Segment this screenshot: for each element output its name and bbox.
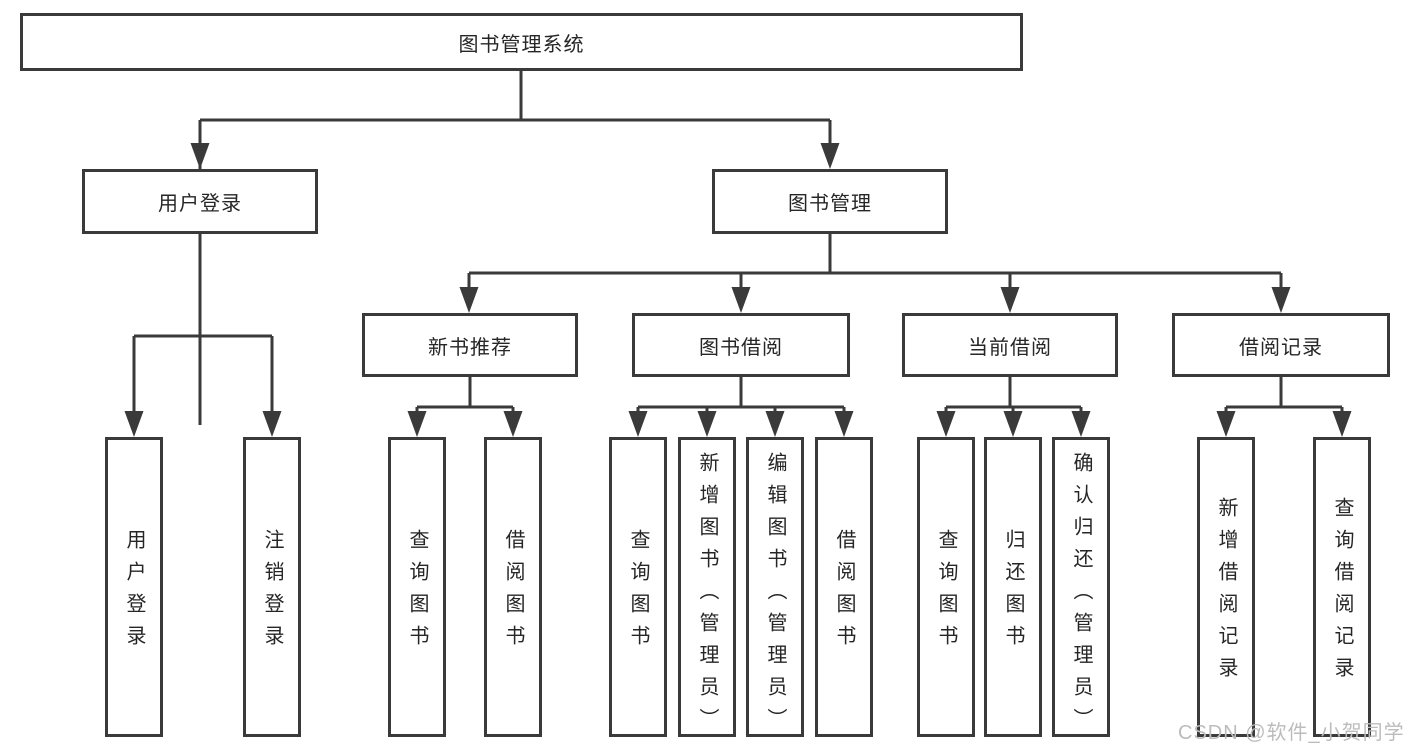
wire-bookmgmt-split	[467, 234, 1283, 302]
leaf-logout-label: 注销登录	[261, 529, 283, 657]
leaf-current-query-books-label: 查询图书	[935, 529, 957, 657]
wire-records-split	[1224, 377, 1344, 425]
arrow-leaf-13	[1332, 411, 1352, 437]
arrow-to-bookmgmt	[820, 143, 840, 169]
node-book-management-label: 图书管理	[788, 193, 872, 215]
arrow-leaf-4	[503, 411, 523, 437]
node-root-system: 图书管理系统	[20, 13, 1023, 71]
arrow-leaf-8	[834, 411, 854, 437]
arrowheads	[124, 143, 1352, 437]
arrow-leaf-7	[765, 411, 785, 437]
leaf-logout: 注销登录	[243, 437, 301, 737]
node-borrow-records: 借阅记录	[1172, 313, 1390, 377]
arrow-to-recommend	[459, 287, 479, 313]
node-current-borrow-label: 当前借阅	[968, 336, 1052, 359]
leaf-recommend-query-books-label: 查询图书	[406, 529, 428, 657]
leaf-borrow-query-books: 查询图书	[609, 437, 667, 737]
leaf-user-login: 用户登录	[105, 437, 163, 737]
arrow-to-userlogin	[190, 143, 210, 169]
leaf-borrow-books: 借阅图书	[815, 437, 873, 737]
leaf-confirm-return-admin-label: 确认归还（管理员）	[1070, 452, 1092, 740]
leaf-recommend-query-books: 查询图书	[388, 437, 446, 737]
node-new-book-recommend-label: 新书推荐	[428, 336, 512, 359]
arrow-to-current	[1000, 287, 1020, 313]
node-borrow-records-label: 借阅记录	[1239, 336, 1323, 359]
leaf-confirm-return-admin: 确认归还（管理员）	[1052, 437, 1110, 740]
node-new-book-recommend: 新书推荐	[362, 313, 578, 377]
leaf-return-books-label: 归还图书	[1002, 529, 1024, 657]
leaf-user-login-label: 用户登录	[123, 529, 145, 657]
leaf-recommend-borrow-books: 借阅图书	[484, 437, 542, 737]
arrow-leaf-3	[407, 411, 427, 437]
leaf-query-borrow-record-label: 查询借阅记录	[1331, 497, 1353, 689]
arrow-to-records	[1271, 287, 1291, 313]
leaf-borrow-books-label: 借阅图书	[833, 529, 855, 657]
wire-userlogin-split	[132, 234, 274, 425]
leaf-add-books-admin-label: 新增图书（管理员）	[696, 452, 718, 740]
leaf-borrow-query-books-label: 查询图书	[627, 529, 649, 657]
arrow-leaf-1	[124, 411, 144, 437]
leaf-recommend-borrow-books-label: 借阅图书	[502, 529, 524, 657]
arrow-leaf-6	[697, 411, 717, 437]
leaf-query-borrow-record: 查询借阅记录	[1313, 437, 1371, 737]
arrow-leaf-5	[628, 411, 648, 437]
leaf-current-query-books: 查询图书	[917, 437, 975, 737]
arrow-leaf-11	[1071, 411, 1091, 437]
node-current-borrow: 当前借阅	[902, 313, 1118, 377]
node-user-login: 用户登录	[82, 169, 318, 234]
leaf-add-borrow-record: 新增借阅记录	[1197, 437, 1255, 737]
node-root-label: 图书管理系统	[458, 33, 585, 56]
leaf-add-borrow-record-label: 新增借阅记录	[1215, 497, 1237, 689]
node-book-borrow-label: 图书借阅	[699, 336, 783, 359]
arrow-to-borrow	[731, 287, 751, 313]
node-book-management: 图书管理	[712, 169, 948, 234]
wire-borrow-split	[636, 377, 846, 425]
leaf-edit-books-admin: 编辑图书（管理员）	[746, 437, 804, 740]
arrow-leaf-12	[1216, 411, 1236, 437]
csdn-watermark: CSDN @软件_小贺同学	[1178, 722, 1405, 744]
leaf-edit-books-admin-label: 编辑图书（管理员）	[764, 452, 786, 740]
node-user-login-label: 用户登录	[158, 193, 242, 215]
leaf-add-books-admin: 新增图书（管理员）	[678, 437, 736, 740]
node-book-borrow: 图书借阅	[632, 313, 850, 377]
arrow-leaf-2	[262, 411, 282, 437]
leaf-return-books: 归还图书	[984, 437, 1042, 737]
wire-root-split	[198, 70, 832, 425]
arrow-leaf-9	[936, 411, 956, 437]
arrow-leaf-10	[1003, 411, 1023, 437]
wire-recommend-split	[415, 377, 515, 425]
